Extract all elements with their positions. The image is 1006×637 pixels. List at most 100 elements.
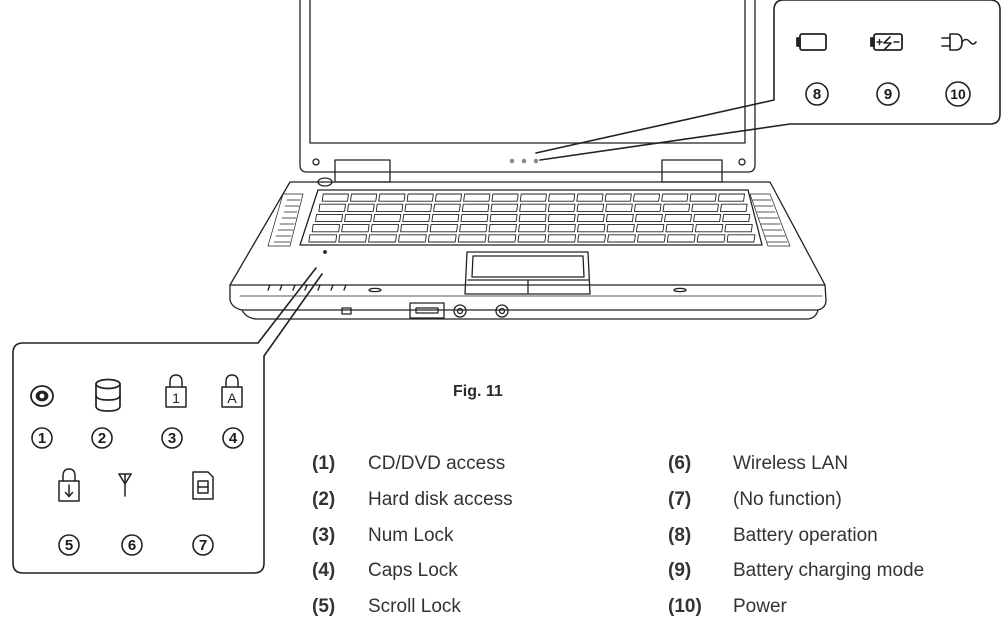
keyboard-key: [607, 234, 636, 243]
keyboard-key: [311, 224, 341, 233]
legend-key: (2): [312, 489, 336, 510]
keyboard-key: [724, 224, 753, 233]
keyboard-key: [661, 193, 689, 202]
legend-label: Battery charging mode: [733, 560, 925, 581]
legend-key: (3): [312, 525, 336, 546]
callout-number-3: 3: [168, 430, 176, 447]
callout-circles: [31, 81, 971, 556]
callout-number-2: 2: [98, 430, 106, 447]
keyboard-key: [518, 213, 547, 223]
keyboard-key: [491, 193, 519, 202]
figure-caption: Fig. 11: [453, 383, 503, 400]
keyboard-key: [315, 213, 344, 223]
battery-icon: [796, 33, 827, 51]
num-lock-icon: [165, 374, 187, 408]
callout-number-4: 4: [229, 430, 238, 447]
keyboard-key: [406, 193, 434, 202]
callout-box-right: [535, 0, 1001, 161]
callout-number-7: 7: [199, 537, 207, 554]
keyboard-key: [463, 193, 491, 202]
keyboard-key: [368, 234, 397, 243]
keyboard-key: [635, 224, 665, 233]
keyboard-key: [519, 203, 547, 212]
keyboard-key: [662, 203, 691, 212]
keyboard-key: [719, 203, 748, 212]
hard-disk-icon: [95, 378, 121, 412]
keyboard-key: [577, 224, 606, 233]
keyboard-key: [518, 224, 547, 233]
legend-label: Num Lock: [368, 525, 454, 546]
keyboard-key: [433, 203, 461, 212]
keyboard-key: [489, 213, 518, 223]
keyboard-key: [547, 213, 576, 223]
front-ports: [341, 302, 509, 319]
keyboard-key: [717, 193, 745, 202]
callout-number-10: 10: [950, 86, 966, 102]
legend-key: (5): [312, 596, 336, 617]
keyboard-key: [519, 193, 547, 202]
keyboard-key: [547, 234, 577, 243]
legend-label: Hard disk access: [368, 489, 513, 510]
keyboard-key: [338, 234, 368, 243]
keyboard-key: [431, 213, 460, 223]
status-led-strip: [267, 284, 347, 291]
keyboard-key: [634, 213, 663, 223]
keyboard-key: [691, 203, 719, 212]
callout-number-6: 6: [128, 537, 136, 554]
power-plug-icon: [941, 33, 977, 51]
callout-number-9: 9: [884, 86, 892, 103]
keyboard-key: [459, 224, 488, 233]
keyboard-key: [429, 224, 459, 233]
keyboard-key: [517, 234, 547, 243]
laptop-lid: [299, 0, 756, 187]
caps-lock-glyph: A: [227, 390, 237, 406]
keyboard-key: [457, 234, 487, 243]
keyboard-key: [347, 203, 375, 212]
legend-key: (9): [668, 560, 692, 581]
legend-key: (7): [668, 489, 692, 510]
keyboard-key: [404, 203, 433, 212]
keyboard-key: [487, 234, 517, 243]
legend-label: Wireless LAN: [733, 453, 849, 474]
speaker-right: [749, 193, 791, 247]
touchpad: [464, 251, 591, 295]
keyboard-key: [427, 234, 457, 243]
keyboard-key: [547, 203, 576, 212]
legend-key: (10): [668, 596, 702, 617]
keyboard-key: [722, 213, 751, 223]
keyboard-key: [460, 213, 489, 223]
keyboard-key: [694, 224, 724, 233]
legend-label: Caps Lock: [368, 560, 458, 581]
legend-left: (1)CD/DVD access (2)Hard disk access (3)…: [312, 450, 652, 630]
legend-key: (6): [668, 453, 692, 474]
legend-right: (6)Wireless LAN (7)(No function) (8)Batt…: [668, 450, 998, 630]
keyboard-key: [696, 234, 726, 243]
keyboard-key: [490, 203, 519, 212]
callout-number-5: 5: [65, 537, 73, 554]
keyboard-key: [373, 213, 402, 223]
keyboard-key: [576, 213, 605, 223]
keyboard-key: [400, 224, 429, 233]
cd-dvd-access-icon: [30, 385, 54, 407]
keyboard-key: [434, 193, 463, 202]
keyboard-key: [605, 213, 634, 223]
keyboard-key: [577, 234, 606, 243]
legend-label: Scroll Lock: [368, 596, 461, 617]
keyboard-key: [632, 193, 661, 202]
keyboard-key: [576, 203, 605, 212]
num-lock-glyph: 1: [172, 390, 180, 406]
callout-box-left: [12, 267, 323, 574]
keyboard-key: [547, 224, 576, 233]
keyboard-key: [350, 193, 378, 202]
no-function-icon: [192, 471, 214, 500]
keyboard-keys: [308, 193, 756, 243]
keyboard-key: [402, 213, 431, 223]
keyboard-key: [398, 234, 427, 243]
speaker-left: [267, 193, 304, 247]
keyboard-key: [726, 234, 756, 243]
keyboard: [299, 189, 763, 246]
keyboard-key: [604, 193, 632, 202]
battery-charging-icon: [870, 33, 903, 51]
keyboard-key: [633, 203, 662, 212]
keyboard-key: [606, 224, 635, 233]
